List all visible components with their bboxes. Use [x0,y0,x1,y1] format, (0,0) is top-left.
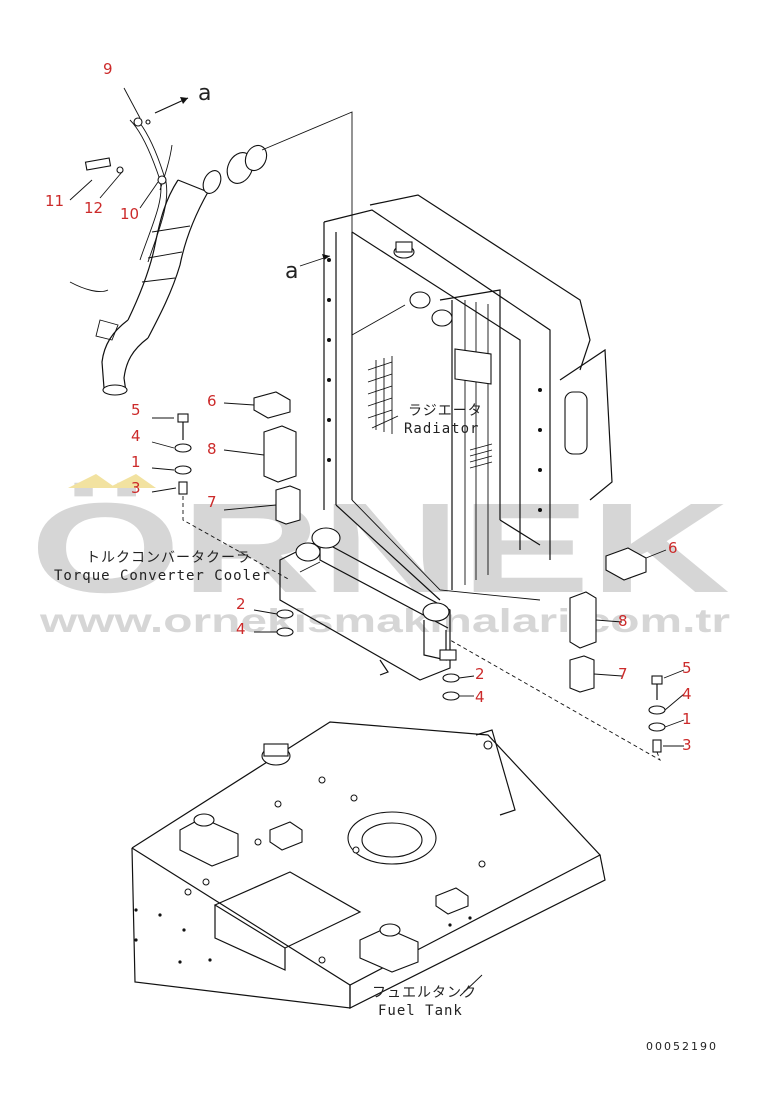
callout-5-right: 5 [682,659,692,677]
hose-assembly [69,97,268,396]
fuel-tank-label-en: Fuel Tank [378,1003,463,1019]
fuel-tank [131,721,606,1009]
watermark-brand: ÖRNEK [30,477,730,620]
watermark: ÖRNEK www.ornekismakinalari.com.tr [30,474,730,639]
callout-12: 12 [84,199,103,217]
callout-3-left: 3 [131,479,141,497]
callout-4-right: 4 [682,685,692,703]
tcc-label-jp: トルクコンバータクーラ [86,550,251,566]
callout-3-right: 3 [682,736,692,754]
ref-a-top: a [198,81,211,106]
callout-4-left: 4 [131,427,141,445]
callout-4-center: 4 [475,688,485,706]
part-labels: ラジエータ Radiator トルクコンバータクーラ Torque Conver… [54,403,483,1019]
callout-7-right: 7 [618,665,628,683]
tcc-label-en: Torque Converter Cooler [54,568,271,584]
callout-10: 10 [120,205,139,223]
watermark-umlaut-marks [68,474,156,488]
callout-9: 9 [103,60,113,78]
callout-2-right: 2 [475,665,485,683]
callout-6-right: 6 [668,539,678,557]
drawing-number: 00052190 [646,1040,718,1053]
radiator-label-en: Radiator [404,421,479,437]
callout-6-left: 6 [207,392,217,410]
radiator-assembly [261,111,613,601]
callout-4-lower-left: 4 [236,620,246,638]
callout-7-left: 7 [207,493,217,511]
callout-leaders [69,87,685,997]
callout-1-right: 1 [682,710,692,728]
callout-8-left: 8 [207,440,217,458]
fuel-tank-label-jp: フュエルタンク [372,985,477,1001]
callout-2-left: 2 [236,595,246,613]
callout-numbers: 9 11 12 10 5 4 1 3 6 8 7 2 4 6 8 7 2 4 5… [45,60,692,754]
radiator-label-jp: ラジエータ [408,403,483,419]
torque-converter-cooler [279,527,457,681]
small-parts [174,391,666,762]
ref-a-frame: a [285,259,298,284]
watermark-url: www.ornekismakinalari.com.tr [39,602,731,639]
callout-1-left: 1 [131,453,141,471]
callout-8-right: 8 [618,612,628,630]
callout-11: 11 [45,192,64,210]
callout-5-left: 5 [131,401,141,419]
